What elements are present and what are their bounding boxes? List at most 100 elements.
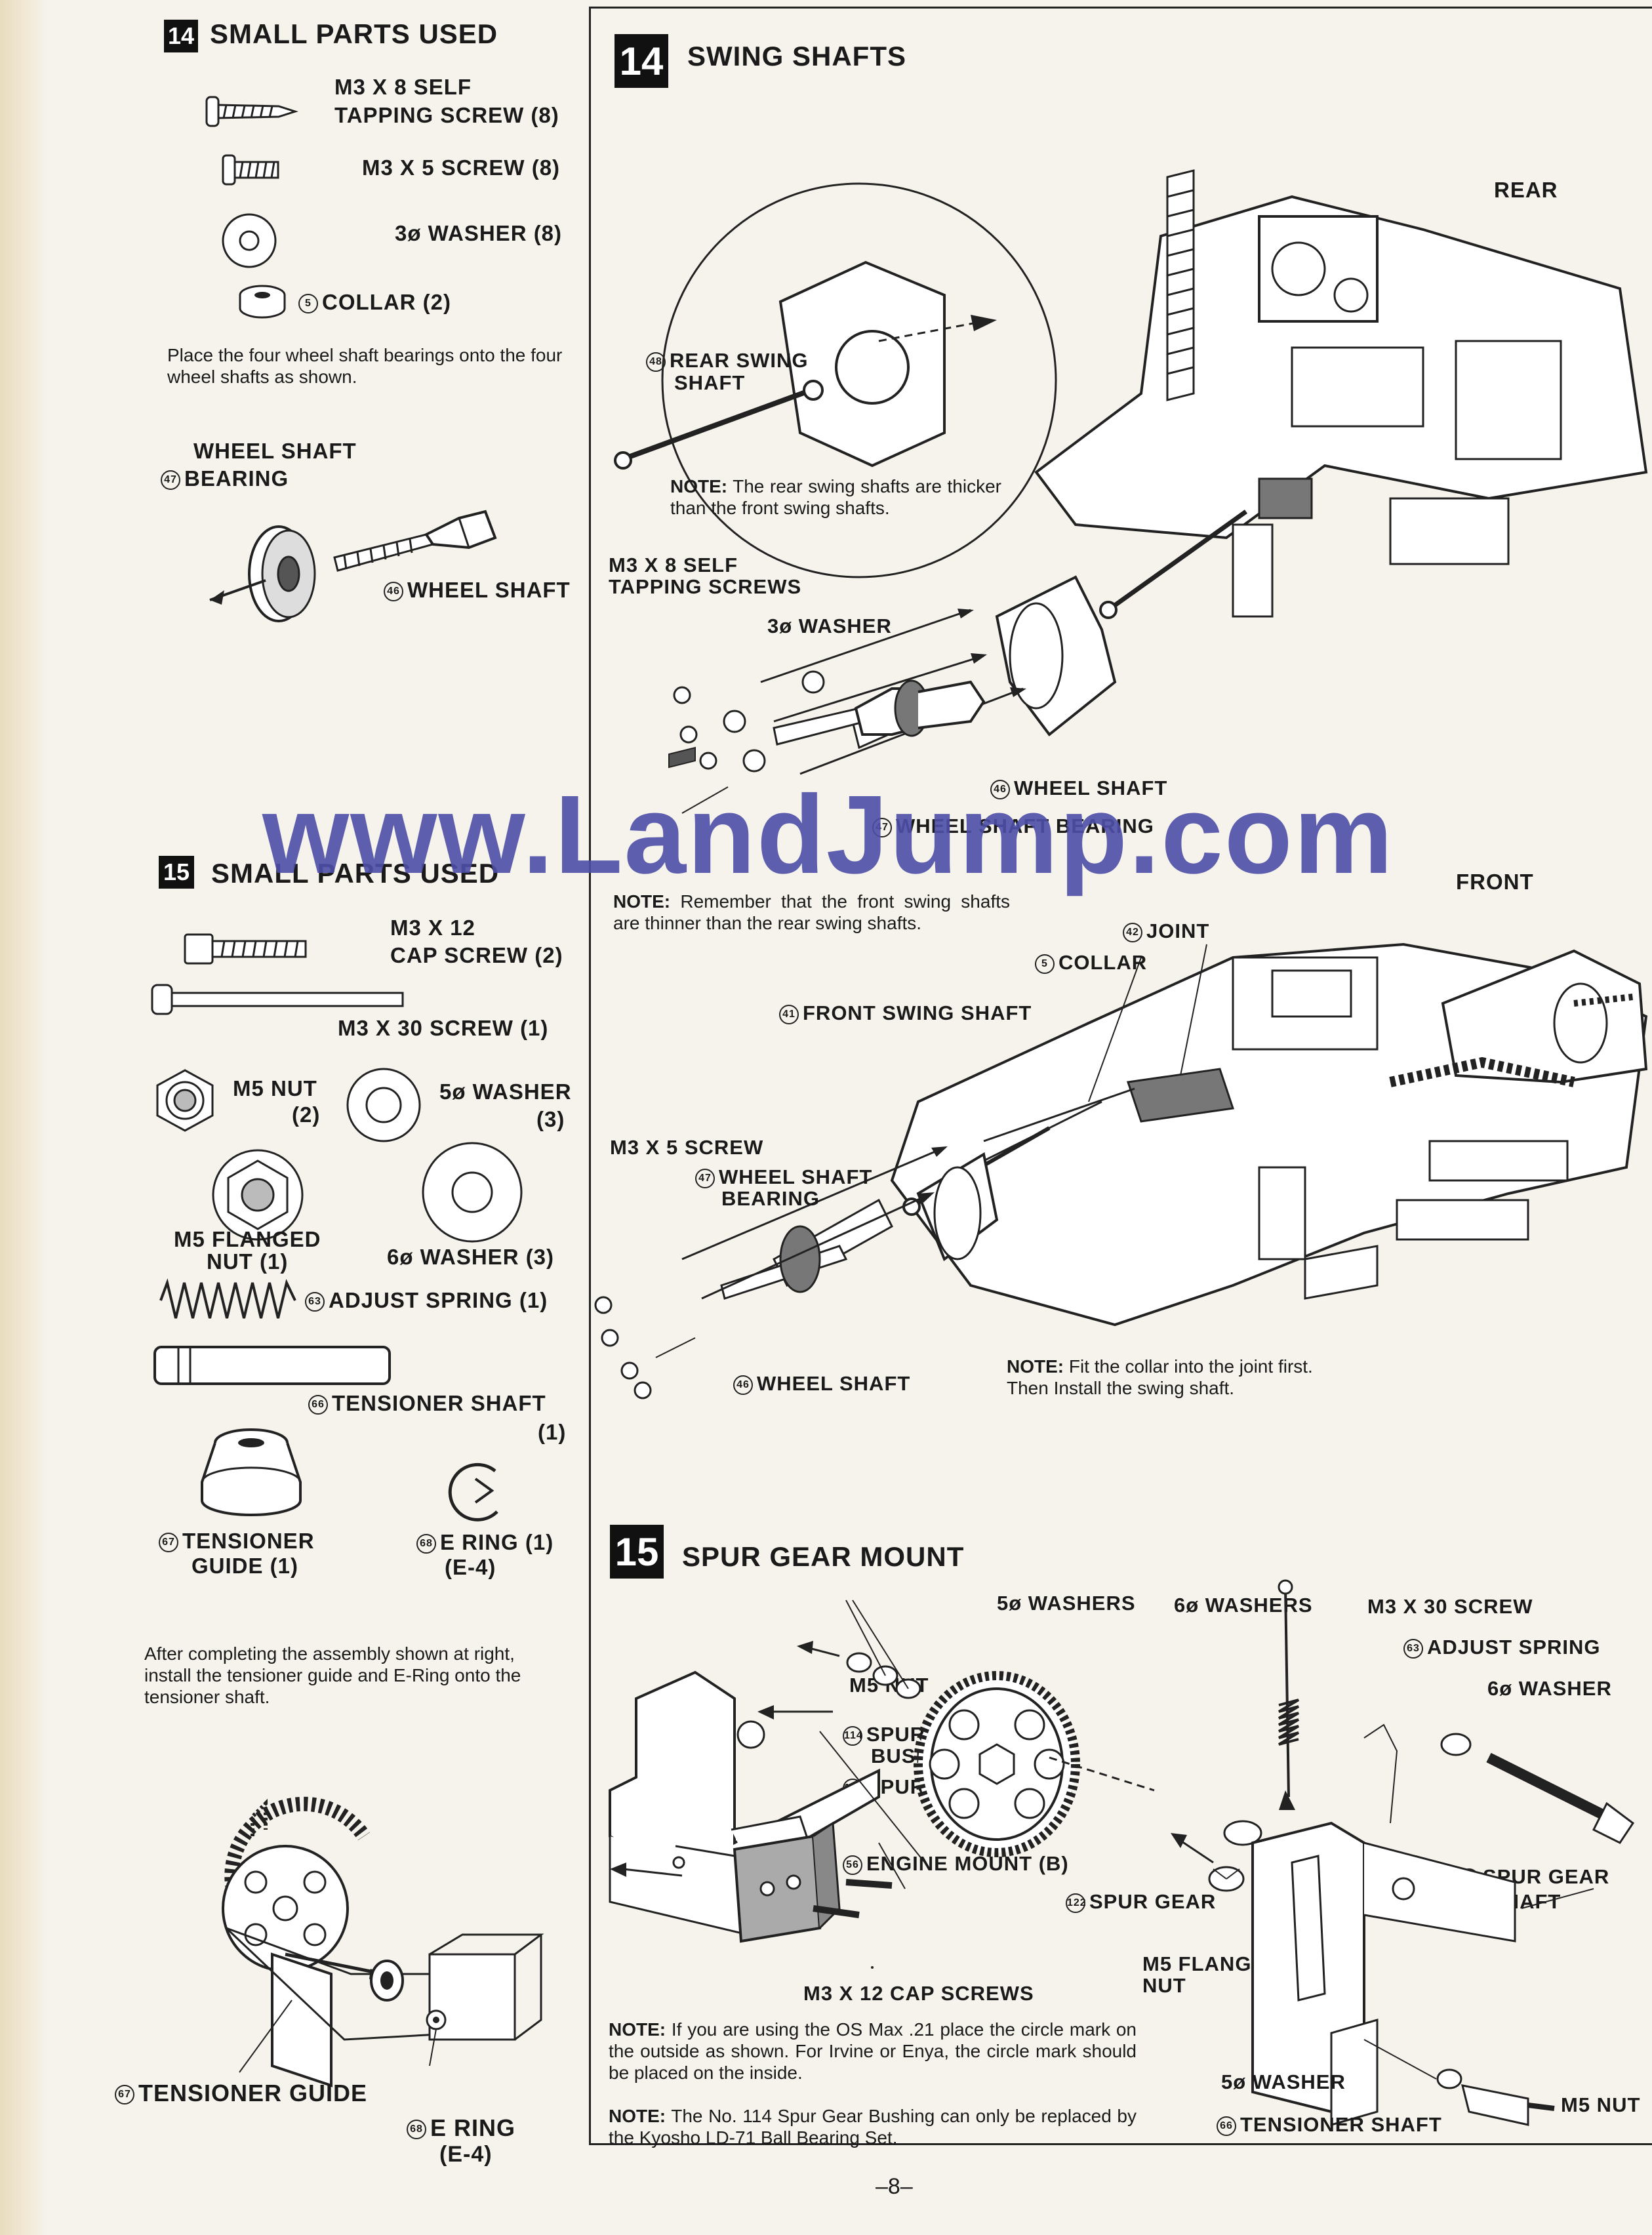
label-tensioner-shaft-bottom-text: TENSIONER SHAFT <box>1240 2113 1442 2136</box>
label-engine-mount-text: ENGINE MOUNT (B) <box>866 1852 1069 1875</box>
part-number-badge: 56 <box>843 1855 862 1875</box>
label-rear: REAR <box>1494 178 1558 202</box>
part-number-badge: 68 <box>407 2120 426 2140</box>
label-e-ring-bottom-text: E RING <box>430 2114 516 2141</box>
note-bold-label: NOTE: <box>609 2106 666 2126</box>
part-number-badge: 63 <box>1403 1638 1423 1659</box>
m3x5-screw-icon <box>222 154 279 186</box>
part-number-badge: 46 <box>384 582 403 602</box>
instruction-tensioner-assembly: After completing the assembly shown at r… <box>144 1643 521 1707</box>
collar-icon <box>239 285 286 319</box>
label-spur-gear-text: SPUR GEAR <box>1089 1890 1217 1913</box>
part-m3x30-screw: M3 X 30 SCREW (1) <box>338 1016 549 1040</box>
part-number-badge: 63 <box>305 1292 325 1312</box>
section-15-spur-badge: 15 <box>610 1525 664 1579</box>
label-m5-nut-bottom: M5 NUT <box>1561 2093 1641 2116</box>
m3x30-screw-icon <box>151 984 404 1015</box>
part-number-badge: 47 <box>872 817 892 837</box>
note-rear-swing-shafts: NOTE: The rear swing shafts are thicker … <box>670 475 1001 519</box>
note-os-max-text: If you are using the OS Max .21 place th… <box>609 2019 1137 2083</box>
note-fit-collar-line1: Fit the collar into the joint first. <box>1068 1356 1313 1377</box>
label-front: FRONT <box>1456 870 1534 894</box>
note-front-swing-shafts-text: Remember that the front swing shafts are… <box>613 891 1010 933</box>
note-fit-collar: NOTE: Fit the collar into the joint firs… <box>1007 1356 1466 1399</box>
note-bold-label: NOTE: <box>613 891 671 912</box>
part-number-badge: 66 <box>308 1395 328 1415</box>
part-number-badge: 46 <box>990 779 1010 799</box>
part-6mm-washer: 6ø WASHER (3) <box>387 1245 555 1269</box>
section-14-badge: 14 <box>164 20 198 52</box>
part-tensioner-guide-line2: GUIDE (1) <box>191 1554 299 1578</box>
part-3mm-washer: 3ø WASHER (8) <box>395 221 563 245</box>
section-14-swing-badge: 14 <box>614 34 668 88</box>
label-wheel-shaft-front-text: WHEEL SHAFT <box>757 1372 911 1395</box>
part-cap-screw-line2: CAP SCREW (2) <box>390 943 563 967</box>
label-tapping-screws-line2: TAPPING SCREWS <box>609 575 802 598</box>
label-5mm-washer-bottom: 5ø WASHER <box>1221 2070 1346 2093</box>
note-bushing-replacement: NOTE: The No. 114 Spur Gear Bushing can … <box>609 2105 1137 2148</box>
adjust-spring-icon <box>159 1278 296 1319</box>
top-border <box>589 7 1652 9</box>
note-bold-label: NOTE: <box>670 476 728 496</box>
label-wheel-shaft-bearing-line1: WHEEL SHAFT <box>193 439 357 463</box>
part-number-badge: 67 <box>115 2085 134 2105</box>
spur-gear-mount-illustration <box>609 1579 1635 2126</box>
part-m5-nut-line2: (2) <box>292 1102 321 1127</box>
section-15-badge: 15 <box>159 856 194 889</box>
m5-nut-icon <box>156 1069 214 1132</box>
note-bold-label: NOTE: <box>1007 1356 1064 1377</box>
note-bushing-replacement-text: The No. 114 Spur Gear Bushing can only b… <box>609 2106 1137 2148</box>
part-cap-screw-line1: M3 X 12 <box>390 916 475 940</box>
label-wheel-shaft-rear-text: WHEEL SHAFT <box>1014 776 1168 799</box>
cap-screw-icon <box>184 933 307 965</box>
rear-suspension-illustration <box>614 169 1648 814</box>
part-m3x5-screw: M3 X 5 SCREW (8) <box>362 155 561 180</box>
part-flanged-nut-line2: NUT (1) <box>207 1249 289 1274</box>
label-flanged-nut-line2: NUT <box>1142 1974 1186 1997</box>
label-tensioner-guide-bottom-text: TENSIONER GUIDE <box>138 2080 368 2106</box>
part-number-badge: 47 <box>695 1168 715 1188</box>
m5-flanged-nut-icon <box>212 1149 304 1241</box>
washer-5mm-icon <box>346 1068 421 1142</box>
part-number-badge: 67 <box>159 1533 178 1553</box>
note-bold-label: NOTE: <box>609 2019 666 2040</box>
front-suspension-illustration <box>594 942 1648 1399</box>
label-tapping-screws-line1: M3 X 8 SELF <box>609 554 738 576</box>
label-6mm-washer: 6ø WASHER <box>1487 1677 1612 1700</box>
part-tensioner-guide-text: TENSIONER <box>182 1529 315 1553</box>
label-rear-swing-shaft-text: REAR SWING <box>670 349 809 372</box>
label-m3x30-screw: M3 X 30 SCREW <box>1367 1595 1533 1618</box>
label-front-swing-shaft-text: FRONT SWING SHAFT <box>803 1001 1032 1024</box>
label-cap-screws: M3 X 12 CAP SCREWS <box>803 1982 1034 2005</box>
washer-3mm-icon <box>222 213 277 268</box>
instruction-wheel-bearing: Place the four wheel shaft bearings onto… <box>167 345 563 387</box>
part-tensioner-shaft-line2: (1) <box>538 1420 567 1444</box>
section-15-spur-title: SPUR GEAR MOUNT <box>682 1541 965 1572</box>
wheel-shaft-bearing-illustration <box>209 510 497 622</box>
part-number-badge: 68 <box>416 1534 436 1554</box>
bottom-border <box>589 2143 1652 2145</box>
label-5mm-washers: 5ø WASHERS <box>997 1592 1136 1615</box>
part-5mm-washer-line2: (3) <box>536 1107 565 1131</box>
part-m5-nut-line1: M5 NUT <box>233 1076 317 1100</box>
section-14-title: SMALL PARTS USED <box>210 18 498 49</box>
part-number-badge: 66 <box>1217 2116 1236 2136</box>
label-6mm-washers: 6ø WASHERS <box>1174 1594 1313 1617</box>
label-e-ring-bottom-line2: (E-4) <box>439 2142 493 2167</box>
label-3mm-washer: 3ø WASHER <box>767 614 892 637</box>
